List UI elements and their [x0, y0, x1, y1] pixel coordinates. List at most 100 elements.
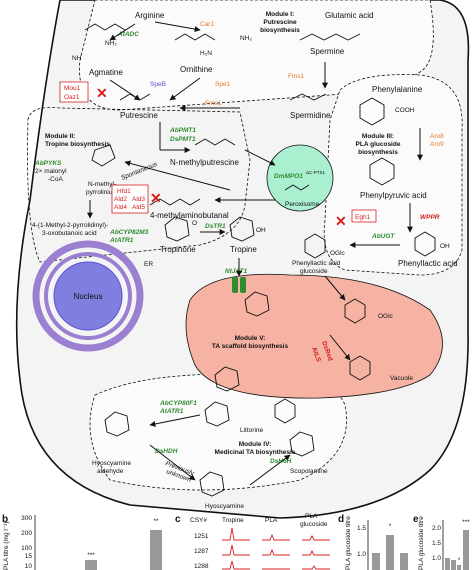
glutamic-acid-label: Glutamic acid [325, 11, 373, 20]
panel-e-ylabel: PLA glucoside titre [418, 516, 425, 570]
oxobutanoic-line-2: 3-oxobutanoic acid [42, 230, 97, 237]
dmmpo1-enzyme: DmMPO1 [274, 173, 303, 180]
arrow-arg-agm [109, 23, 136, 41]
malonyl-line-1: 2× malonyl [35, 168, 67, 175]
trace-c-3-3 [302, 565, 330, 570]
arrow-lit-hald [149, 414, 201, 427]
littorine-label: Littorine [240, 427, 264, 434]
abpmt1-enzyme: AbPMT1 [169, 127, 196, 134]
tropine-oh: OH [256, 227, 266, 234]
ald2-enzyme: Ald2 [114, 196, 127, 203]
transporter-channel-left [232, 277, 238, 293]
panel-d-bar-3 [400, 553, 408, 570]
knockout-cross-1: ✕ [96, 85, 108, 101]
panel-b-bar-1 [85, 560, 97, 570]
scop-ring [289, 431, 315, 457]
trace-c-2-1 [222, 544, 250, 556]
tropine-label: Tropine [230, 245, 257, 254]
agmatine-chain [84, 23, 126, 31]
arrow-hyo-scop [249, 454, 291, 486]
plg-ring [304, 233, 326, 259]
ald-box [111, 184, 149, 214]
pla-glucoside-line-1: Phenyllactic acid [292, 260, 341, 267]
module-i-sub2: biosynthesis [260, 27, 300, 34]
panel-e-bar-4 [463, 530, 469, 570]
panel-b-ylabel: PLA titre (mg l⁻¹) [3, 521, 10, 570]
module-iii-sub2: biosynthesis [358, 149, 398, 156]
perox-chain [284, 184, 310, 191]
malonyl-line-2: -CoA [48, 176, 63, 183]
module-iii-sub1: PLA glucoside [356, 141, 401, 148]
hyo-ring [199, 471, 225, 497]
panel-b-tick-300: 300 [21, 515, 32, 522]
ntjat1-enzyme: NtJAT1 [225, 268, 248, 275]
trace-c-2-2 [262, 548, 290, 556]
panel-c-plg-2: glucoside [300, 521, 328, 528]
wppr-enzyme: WPPR [420, 214, 440, 221]
nucleus [53, 261, 123, 331]
panel-e-bar-1 [445, 558, 450, 570]
module-v-sub: TA scaffold biosynthesis [212, 343, 289, 350]
trace-c-1-2 [262, 533, 290, 541]
hald-line-2: aldehyde [97, 468, 124, 475]
module-iv-sub: Medicinal TA biosynthesis [215, 449, 296, 456]
panel-e-tick-20: 2.0 [432, 525, 441, 532]
vac-lit-ring [214, 366, 240, 392]
panel-e-tick-10: 1.0 [432, 555, 441, 562]
panel-b-tick-100: 100 [21, 545, 32, 552]
egh1-box [351, 209, 377, 223]
panel-e-letter: e [413, 514, 419, 525]
module-iv-title: Module IV: [239, 441, 272, 448]
panel-b-letter: b [2, 514, 8, 525]
panel-c-letter: c [175, 514, 181, 525]
spermidine-chain [289, 93, 327, 101]
spe1-enzyme: Spe1 [215, 81, 231, 88]
abcyp82m3-enzyme: AbCYP82M3 [109, 229, 149, 236]
dshdh-enzyme: DsHDH [155, 448, 178, 455]
atatr1-enzyme-a: AtATR1 [109, 237, 134, 244]
hald-ring [104, 411, 130, 437]
phenylalanine-label: Phenylalanine [372, 85, 423, 94]
module-ii-region [27, 107, 251, 263]
module-iii-title: Module III: [362, 133, 394, 140]
panel-d-tick-15: 1.5 [357, 525, 366, 532]
pyrrolinium-ring [91, 144, 116, 167]
ald3-enzyme: Ald3 [132, 196, 145, 203]
arrow-hald-hyo [149, 444, 196, 481]
peroxisome-label: Peroxisome [285, 201, 320, 208]
spermidine-label: Spermidine [290, 111, 331, 120]
spermine-label: Spermine [310, 47, 345, 56]
fms1-enzyme-a: Fms1 [205, 100, 222, 107]
er-outer [32, 240, 144, 352]
oxobutanoic-line-1: 4-(1-Methyl-2-pyrrolidinyl)- [32, 222, 108, 229]
module-iii-region [323, 74, 463, 276]
nmp-chain [194, 138, 236, 146]
arrow-nmp-perox [244, 149, 276, 166]
ald4-enzyme: Ald4 [114, 204, 127, 211]
pla-oh: OH [440, 243, 450, 250]
panel-e-sig-1: * [458, 557, 461, 564]
arrow-arg-orn [154, 21, 201, 33]
maba-chain [149, 198, 201, 206]
ornithine-h2n: H₂N [200, 50, 212, 57]
littorine-ring [204, 401, 230, 427]
pyrrolinium-line-2: pyrrolinium [86, 189, 118, 196]
phenylpyruvic-label: Phenylpyruvic acid [360, 191, 427, 200]
arginine-label: Arginine [135, 11, 165, 20]
panel-c-row-1287: 1287 [194, 548, 209, 555]
panel-e-sig-2: *** [462, 519, 470, 526]
trace-c-1-3 [302, 534, 330, 541]
module-ii-title: Module II: [45, 133, 75, 140]
vacuole-label: Vacuole [390, 375, 413, 382]
ornithine-label: Ornithine [180, 65, 213, 74]
mou1-oaz1-box [59, 81, 89, 103]
panel-b-sig-1: *** [87, 552, 95, 559]
vac-lit-phenyl [349, 355, 371, 381]
dmmpo1-superscript: ΔC-PTS1 [306, 170, 326, 175]
trace-c-3-1 [222, 560, 250, 570]
phe-cooh: COOH [395, 107, 415, 114]
panel-b-tick-10: 10 [25, 563, 33, 570]
panel-c-row-1251: 1251 [194, 533, 209, 540]
module-ii-sub: Tropine biosynthesis [45, 141, 110, 148]
